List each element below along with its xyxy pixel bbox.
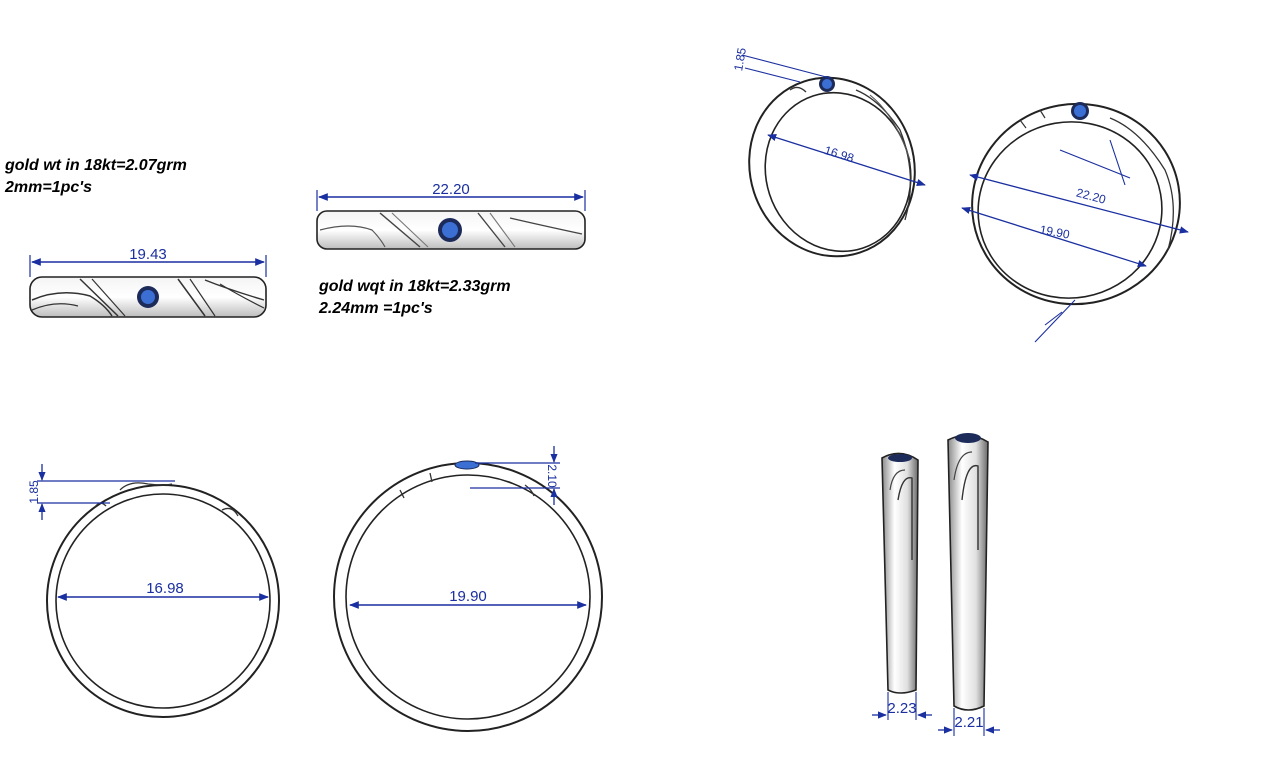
small-band-front-view <box>29 276 267 318</box>
dim-label-side-width-large: 2.21 <box>954 714 983 731</box>
weight-note-large-ring: gold wqt in 18kt=2.33grm 2.24mm =1pc's <box>319 276 511 320</box>
dimension-large-band-length: 22.20 <box>316 181 586 211</box>
dimension-small-top-thickness: 1.85 <box>27 464 175 520</box>
dim-label-side-width-small: 2.23 <box>887 700 916 717</box>
large-ring-isometric-view <box>971 102 1181 306</box>
dim-label-large-inner-diameter: 19.90 <box>449 588 487 605</box>
dim-label-iso-small-thickness: 1.85 <box>731 46 749 72</box>
large-ring-profile-view <box>947 433 989 711</box>
weight-note-small-line1: gold wt in 18kt=2.07grm <box>5 157 187 174</box>
small-ring-isometric-view <box>748 76 916 258</box>
dimension-small-inner-diameter: 16.98 <box>57 580 269 601</box>
dimension-side-width-small: 2.23 <box>872 692 932 720</box>
dimension-iso-small: 1.85 16.98 <box>731 46 926 186</box>
dimension-side-width-large: 2.21 <box>938 708 1000 736</box>
dim-label-small-top-thickness: 1.85 <box>27 480 41 504</box>
dim-label-large-top-thickness: 2.10 <box>545 464 559 488</box>
large-band-front-view <box>316 210 586 250</box>
weight-note-small-ring: gold wt in 18kt=2.07grm 2mm=1pc's <box>5 155 187 199</box>
dimension-large-top-thickness: 2.10 <box>470 446 560 505</box>
gemstone-icon <box>955 433 981 443</box>
dim-label-small-band-length: 19.43 <box>129 246 167 263</box>
dimension-small-band-length: 19.43 <box>29 246 267 277</box>
dim-label-large-band-length: 22.20 <box>432 181 470 198</box>
weight-note-small-line2: 2mm=1pc's <box>5 179 92 196</box>
dimension-large-inner-diameter: 19.90 <box>349 588 587 609</box>
dim-label-small-inner-diameter: 16.98 <box>146 580 184 597</box>
small-ring-profile-view <box>881 452 919 694</box>
gemstone-icon <box>454 460 480 470</box>
weight-note-large-line2: 2.24mm =1pc's <box>319 300 433 317</box>
weight-note-large-line1: gold wqt in 18kt=2.33grm <box>319 278 511 295</box>
large-ring-side-view <box>333 460 603 732</box>
dim-label-iso-large-diameter: 19.90 <box>1039 223 1071 242</box>
dimension-iso-large: 22.20 19.90 <box>961 139 1189 343</box>
gemstone-icon <box>888 454 912 462</box>
small-ring-side-view <box>46 482 280 718</box>
